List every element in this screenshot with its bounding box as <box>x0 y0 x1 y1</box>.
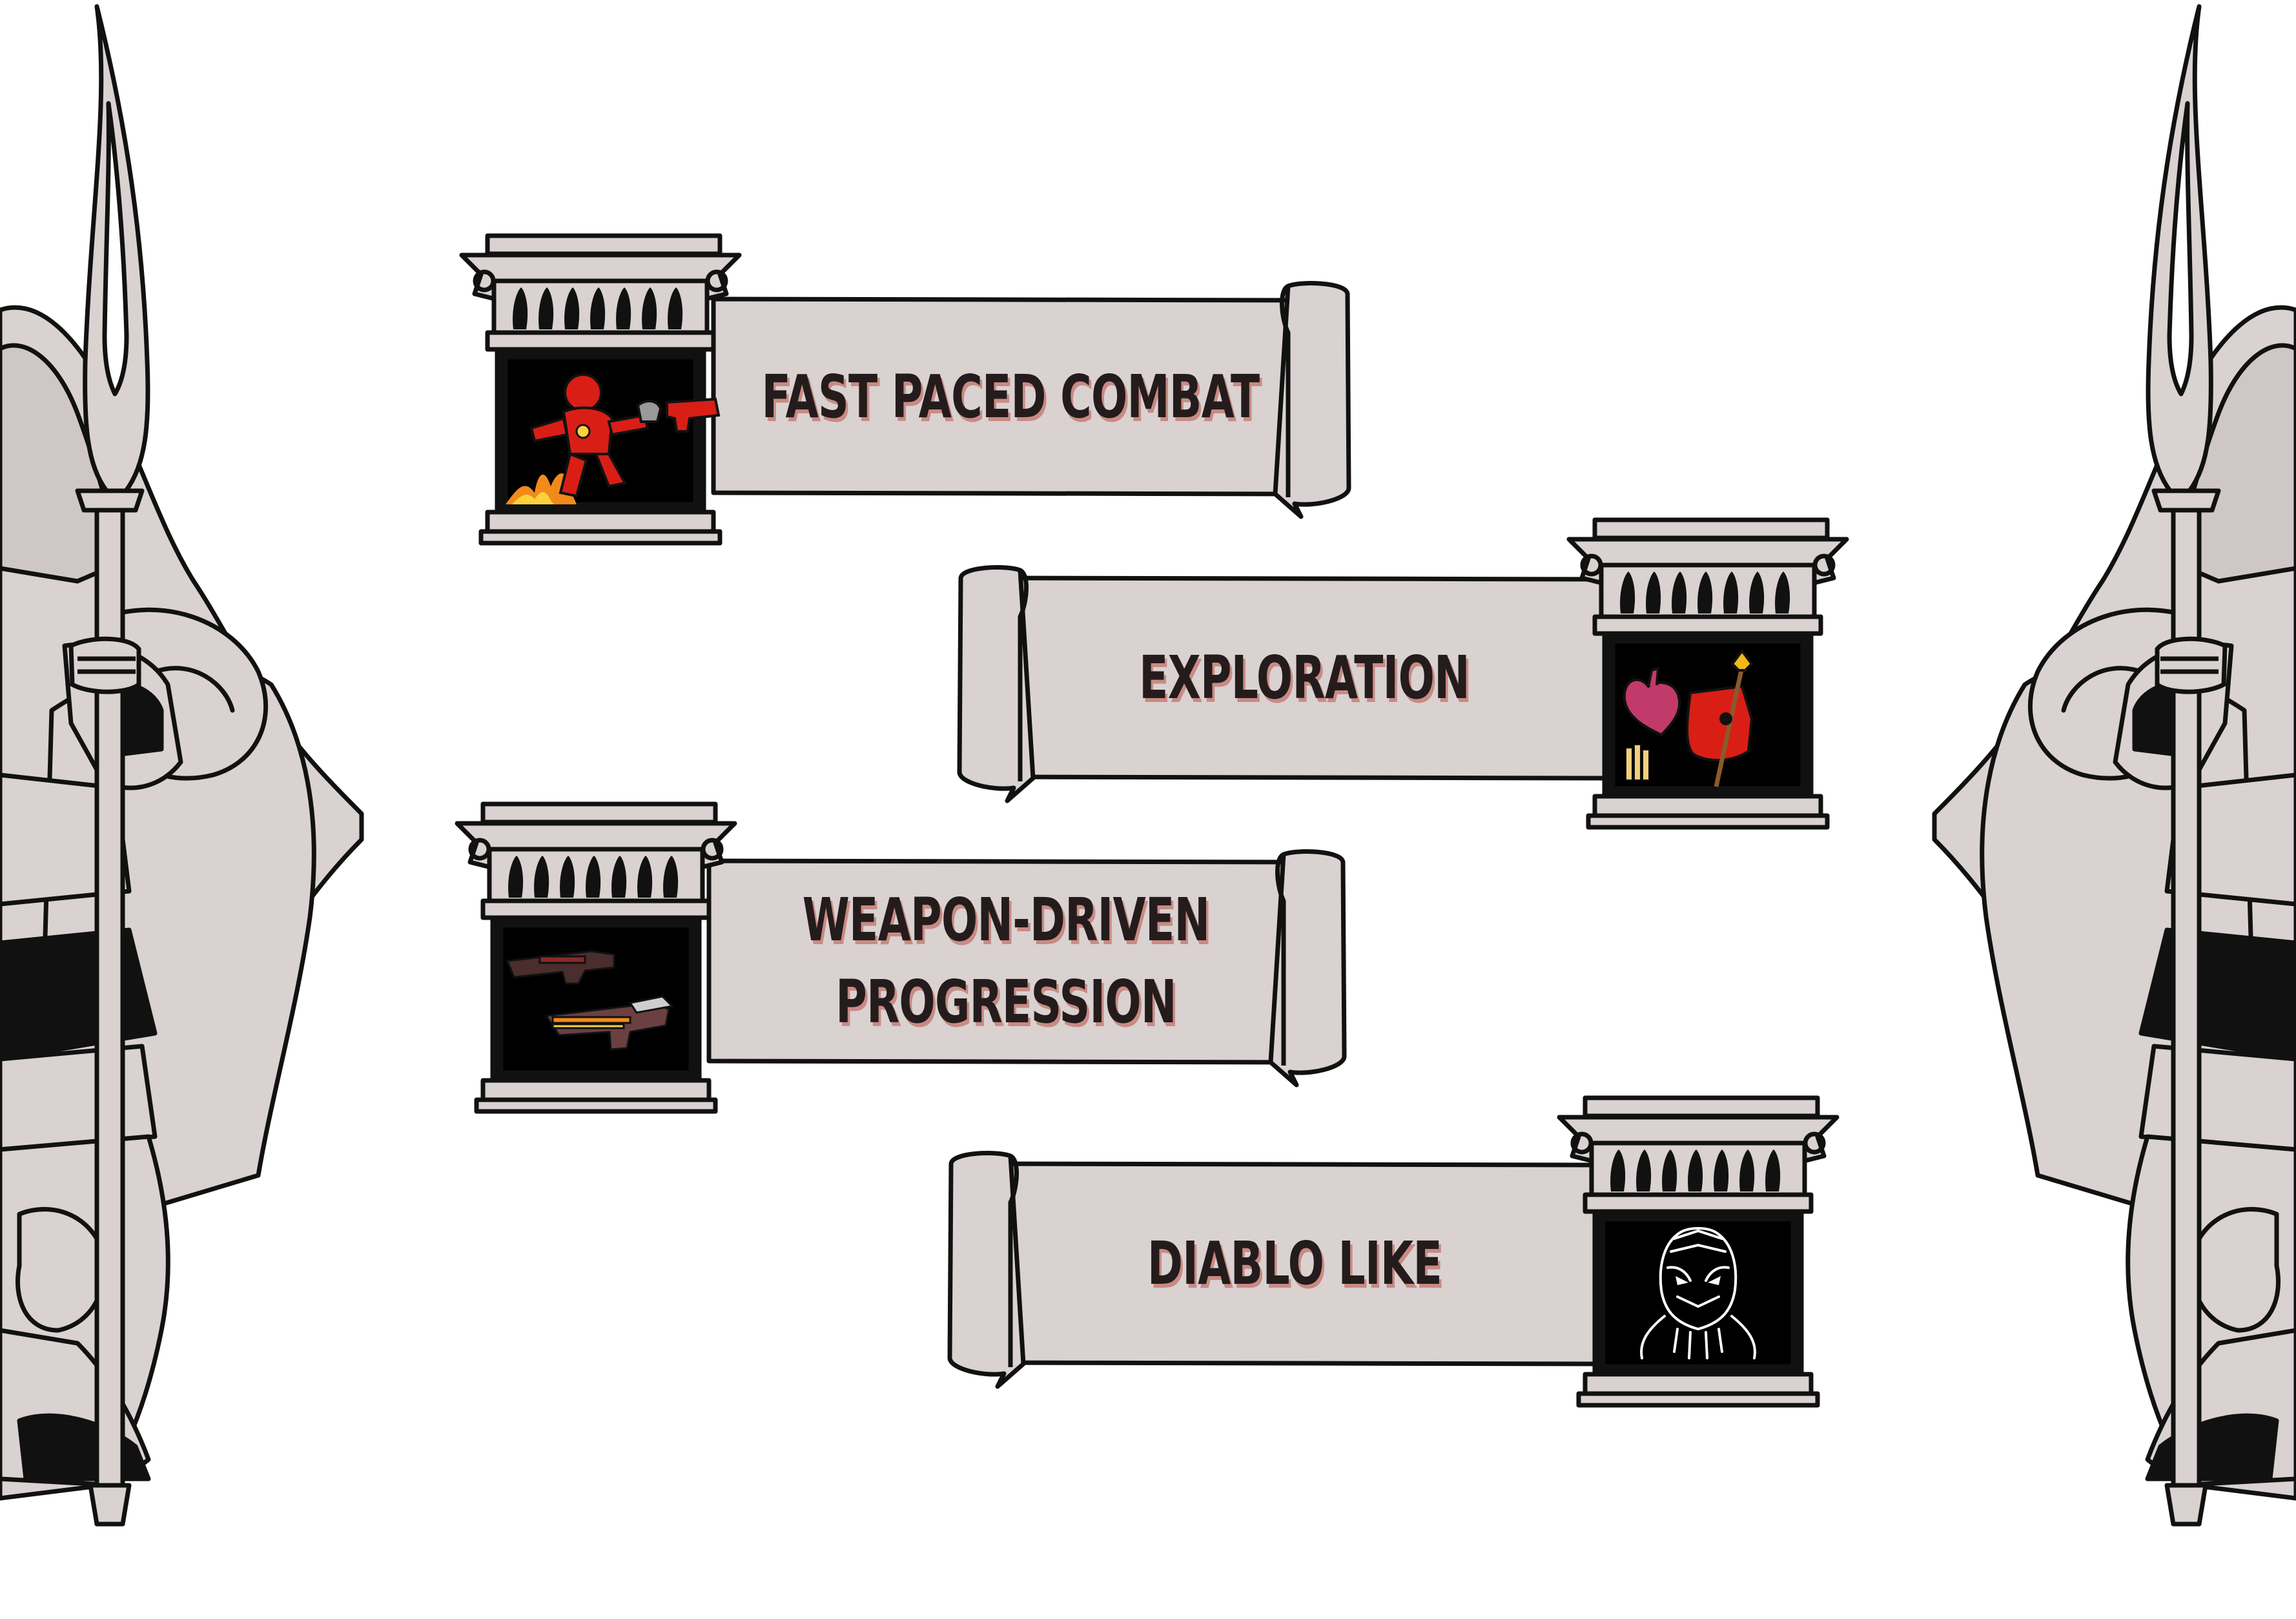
feature-label: DIABLO LIKE <box>1081 1165 1508 1363</box>
scroll-banner <box>957 565 1610 803</box>
heart-and-banner-icon <box>1623 648 1754 787</box>
demon-skull-icon <box>1640 1227 1756 1359</box>
feature-label-line: PROGRESSION <box>835 967 1176 1036</box>
guardian-statue-right-icon <box>1909 0 2296 1537</box>
scroll-banner <box>711 281 1351 519</box>
guardian-statue-left-icon <box>0 0 387 1537</box>
guns-icon <box>506 950 675 1051</box>
feature-label: WEAPON-DRIVEN PROGRESSION <box>797 862 1215 1061</box>
feature-label-text: EXPLORATION <box>1139 643 1470 712</box>
feature-label: FAST PACED COMBAT <box>762 300 1260 494</box>
feature-label: EXPLORATION <box>1091 579 1518 777</box>
feature-weapon-driven-progression: WEAPON-DRIVEN PROGRESSION <box>444 798 1348 1108</box>
red-armored-warrior-icon <box>506 373 721 504</box>
feature-label-text: DIABLO LIKE <box>1147 1228 1442 1298</box>
scroll-banner <box>706 849 1347 1088</box>
scroll-banner <box>947 1151 1601 1389</box>
feature-diablo-like: DIABLO LIKE <box>939 1091 1850 1408</box>
feature-label-line: WEAPON-DRIVEN <box>802 885 1210 955</box>
feature-label-text: FAST PACED COMBAT <box>761 362 1260 431</box>
feature-exploration: EXPLORATION <box>949 513 1860 830</box>
feature-fast-paced-combat: FAST PACED COMBAT <box>449 229 1353 533</box>
